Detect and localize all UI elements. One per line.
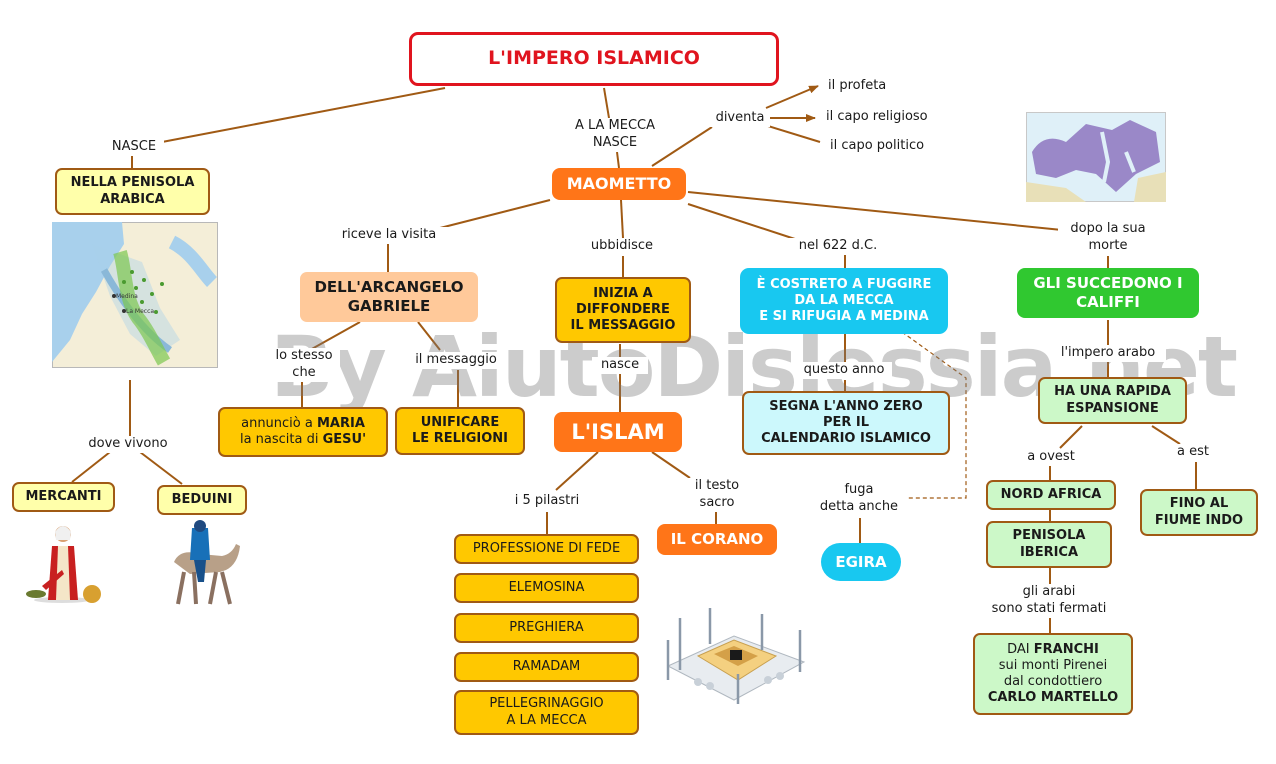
spread-message-node: INIZIA A DIFFONDERE IL MESSAGGIO [555, 277, 691, 343]
link-called-label: fuga detta anche [812, 482, 906, 516]
link-obeys-label: ubbidisce [582, 238, 662, 255]
link-pillars-label: i 5 pilastri [504, 493, 590, 510]
indus-river-node: FINO AL FIUME INDO [1140, 489, 1258, 536]
map-label-medina: Medina [116, 293, 138, 300]
expansion-node: HA UNA RAPIDA ESPANSIONE [1038, 377, 1187, 424]
link-born-islam-label: nasce [592, 357, 648, 374]
link-after-death-label: dopo la sua morte [1058, 221, 1158, 255]
gabriel-node: DELL'ARCANGELO GABRIELE [300, 272, 478, 322]
kaaba-mosque-image [666, 608, 806, 704]
link-becomes-label: diventa [710, 110, 770, 127]
unify-religions-node: UNIFICARE LE RELIGIONI [395, 407, 525, 455]
pillar-pilgrimage: PELLEGRINAGGIO A LA MECCA [454, 690, 639, 735]
flight-to-medina-node: È COSTRETO A FUGGIRE DA LA MECCA E SI RI… [740, 268, 948, 334]
arabian-peninsula-node: NELLA PENISOLA ARABICA [55, 168, 210, 215]
link-this-year-label: questo anno [796, 362, 892, 379]
merchant-figure-image [26, 526, 101, 603]
announce-text-2: la nascita di [239, 432, 323, 447]
link-live-label: dove vivono [78, 436, 178, 453]
franks-node: DAI FRANCHI sui monti Pirenei dal condot… [973, 633, 1133, 715]
role-religious-leader: il capo religioso [826, 109, 928, 126]
map-title: L'IMPERO ISLAMICO [409, 32, 779, 86]
caliphs-node: GLI SUCCEDONO I CALIFFI [1017, 268, 1199, 318]
pillar-faith: PROFESSIONE DI FEDE [454, 534, 639, 564]
franks-pyrenees: sui monti Pirenei [998, 657, 1108, 673]
link-stopped-label: gli arabi sono stati fermati [978, 584, 1120, 618]
bedouins-node: BEDUINI [157, 485, 247, 515]
link-visit-label: riceve la visita [330, 227, 448, 244]
franks-name: FRANCHI [1033, 641, 1099, 657]
franks-text-1: DAI [1007, 641, 1034, 657]
year-zero-node: SEGNA L'ANNO ZERO PER IL CALENDARIO ISLA… [742, 391, 950, 455]
quran-node: IL CORANO [657, 524, 777, 555]
role-prophet: il profeta [828, 78, 887, 95]
merchants-node: MERCANTI [12, 482, 115, 512]
franks-leader-label: dal condottiero [1003, 674, 1103, 689]
north-africa-node: NORD AFRICA [986, 480, 1116, 510]
link-arab-empire-label: l'impero arabo [1050, 345, 1166, 362]
pillar-alms: ELEMOSINA [454, 573, 639, 603]
bedouin-camel-image [174, 520, 240, 605]
arabian-map-image: Medina La Mecca [52, 222, 218, 368]
muhammad-node: MAOMETTO [552, 168, 686, 200]
pillar-ramadan: RAMADAM [454, 652, 639, 682]
link-same-label: lo stesso che [268, 348, 340, 382]
link-message-label: il messaggio [404, 352, 508, 369]
empire-map-image [1026, 112, 1166, 202]
hijra-node: EGIRA [821, 543, 901, 581]
role-political-leader: il capo politico [830, 138, 925, 155]
pillar-prayer: PREGHIERA [454, 613, 639, 643]
link-mecca-label: A LA MECCA NASCE [560, 118, 670, 152]
link-sacred-text-label: il testo sacro [680, 478, 754, 512]
link-east-label: a est [1168, 444, 1218, 461]
announce-text-1: annunciò a [241, 415, 317, 431]
iberian-peninsula-node: PENISOLA IBERICA [986, 521, 1112, 568]
islam-node: L'ISLAM [554, 412, 682, 452]
announce-maria: MARIA [316, 415, 365, 431]
map-label-mecca: La Mecca [126, 308, 154, 315]
link-622-label: nel 622 d.C. [786, 238, 890, 255]
link-born-label: NASCE [104, 139, 164, 156]
link-west-label: a ovest [1018, 449, 1084, 466]
announce-gesu: GESU' [322, 432, 367, 447]
annunciation-node: annunciò a MARIA la nascita di GESU' [218, 407, 388, 457]
charles-martel: CARLO MARTELLO [987, 690, 1119, 706]
